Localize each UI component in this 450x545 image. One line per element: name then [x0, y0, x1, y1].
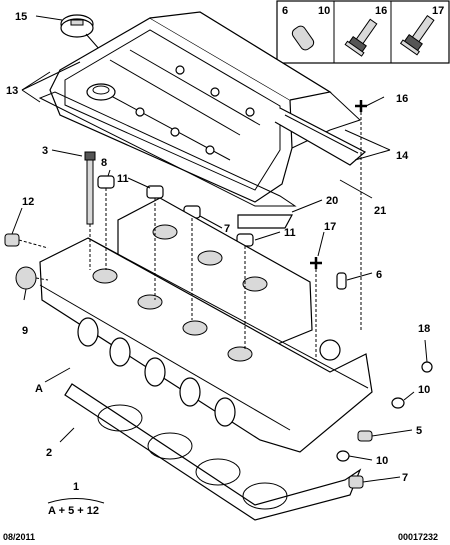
footer-date: 08/2011: [3, 532, 35, 542]
callout-13: 13: [6, 85, 18, 97]
callout-17: 17: [324, 221, 336, 233]
legend-label-10: 10: [318, 5, 330, 17]
oil-filler-cap: [60, 14, 101, 51]
callout-2: 2: [46, 447, 52, 459]
legend-label-16: 16: [375, 5, 387, 17]
callout-A: A: [35, 383, 43, 395]
leader-lines: [11, 15, 428, 483]
callout-7-upper: 7: [224, 223, 230, 235]
callout-11-lower: 11: [284, 227, 296, 239]
callout-15: 15: [15, 11, 27, 23]
callout-20: 20: [326, 195, 338, 207]
plug-5: [357, 430, 373, 442]
legend-label-6: 6: [282, 5, 288, 17]
callout-6: 6: [376, 269, 382, 281]
callout-3: 3: [42, 145, 48, 157]
callout-8: 8: [101, 157, 107, 169]
callout-11-upper: 11: [117, 173, 129, 185]
head-gasket: [64, 383, 362, 521]
callout-labels: 15 13 3 8 11 12 9 16 14 20 21 17 7 11 6 …: [6, 11, 430, 484]
bolt-17-marker: [310, 257, 322, 269]
callout-16: 16: [396, 93, 408, 105]
ball-18: [421, 361, 433, 373]
callout-7-lower: 7: [402, 472, 408, 484]
callout-12: 12: [22, 196, 34, 208]
plug-12: [4, 233, 20, 247]
callout-21: 21: [374, 205, 386, 217]
footer-reference: 00017232: [398, 532, 438, 542]
guide-lines: [18, 112, 362, 360]
plug-10-upper: [391, 397, 405, 409]
plug-9: [15, 266, 37, 290]
hardware-legend: 6 10 16 17: [276, 0, 450, 64]
plug-10-lower: [336, 450, 350, 462]
valve-cover: [49, 11, 361, 203]
callout-10-upper: 10: [418, 384, 430, 396]
intake-ports: [77, 317, 236, 427]
bolt-16-icon: [344, 18, 378, 57]
cylinder-head: [39, 197, 373, 453]
cap-8: [97, 175, 115, 189]
callout-18: 18: [418, 323, 430, 335]
kit-number: 1: [73, 481, 79, 493]
kit-note: 1 A + 5 + 12: [47, 481, 105, 517]
cam-bearings: [92, 224, 268, 362]
plug-7-lower: [348, 475, 364, 489]
legend-label-17: 17: [432, 5, 444, 17]
callout-10-lower: 10: [376, 455, 388, 467]
dowel-6: [336, 272, 347, 290]
kit-formula: A + 5 + 12: [48, 505, 99, 517]
head-bolt: [84, 151, 96, 225]
callout-9: 9: [22, 325, 28, 337]
callout-5: 5: [416, 425, 422, 437]
bolt-16-marker: [355, 100, 367, 112]
callout-14: 14: [396, 150, 409, 162]
dowel-pin-icon: [291, 25, 315, 51]
bolt-17-icon: [399, 14, 435, 56]
small-parts: [4, 100, 433, 489]
cover-gaskets: [38, 91, 367, 229]
